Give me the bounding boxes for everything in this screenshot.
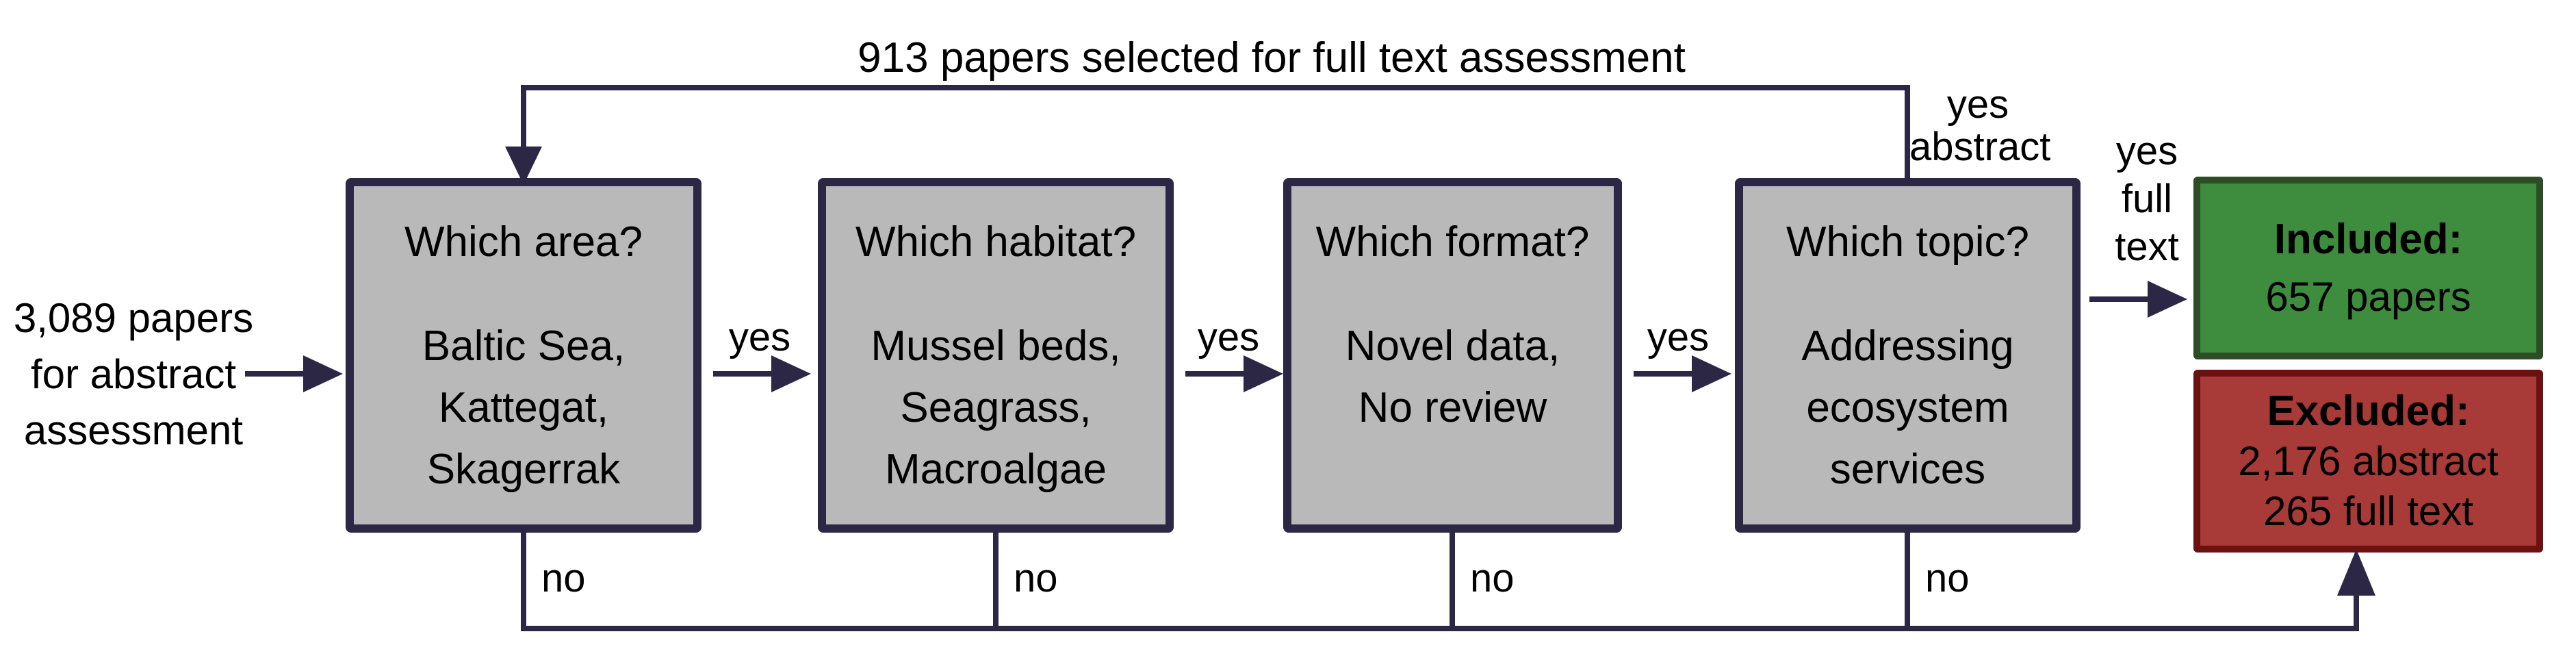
included-box: Included: 657 papers: [2193, 177, 2543, 359]
no-collector-line: [521, 626, 2359, 631]
loop-label: 913 papers selected for full text assess…: [858, 34, 1686, 81]
excluded-abstract-count: 2,176 abstract: [2238, 438, 2499, 484]
decision-box-area-option-2: Kattegat,: [438, 384, 609, 431]
decision-box-topic-question: Which topic?: [1786, 218, 2029, 266]
yes-full-text-label: yes full text: [2092, 127, 2202, 271]
yes-arrow-line-1: [713, 371, 771, 377]
yes-label-3: yes: [1647, 315, 1710, 359]
decision-box-habitat-option-3: Macroalgae: [885, 446, 1107, 493]
yes-arrow-right-icon-2: [1244, 355, 1283, 392]
no-label-1: no: [541, 556, 586, 600]
yes-abstract-line-1: yes: [1946, 82, 2009, 127]
no-line-4: [1905, 533, 1910, 629]
no-line-1: [521, 533, 526, 629]
yes-arrow-line-2: [1185, 371, 1244, 377]
yes-full-text-line-3: text: [2115, 225, 2179, 269]
no-line-2: [993, 533, 999, 629]
decision-box-format: Which format? Novel data, No review: [1283, 178, 1622, 533]
excluded-box: Excluded: 2,176 abstract 265 full text: [2193, 370, 2543, 553]
included-title: Included:: [2274, 215, 2463, 263]
yes-label-1: yes: [728, 315, 791, 359]
excluded-arrow-stem: [2354, 593, 2359, 629]
excluded-arrow-up-icon: [2337, 549, 2375, 596]
yes-arrow-line-3: [1634, 371, 1692, 377]
source-line-3: assessment: [23, 407, 244, 453]
included-arrow-right-icon: [2148, 281, 2187, 318]
decision-box-habitat: Which habitat? Mussel beds, Seagrass, Ma…: [818, 178, 1174, 533]
no-line-3: [1450, 533, 1455, 629]
yes-arrow-right-icon-3: [1692, 355, 1731, 392]
yes-label-2: yes: [1197, 315, 1260, 359]
decision-box-area-question: Which area?: [404, 218, 643, 266]
decision-box-topic-option-2: ecosystem: [1806, 384, 2009, 431]
yes-abstract-line-2: abstract: [1909, 125, 2051, 169]
excluded-title: Excluded:: [2267, 388, 2470, 435]
decision-box-format-option-2: No review: [1358, 384, 1547, 431]
source-line-2: for abstract: [30, 351, 237, 397]
included-count: 657 papers: [2265, 273, 2471, 320]
yes-full-text-line-2: full: [2121, 177, 2173, 221]
decision-box-area: Which area? Baltic Sea, Kattegat, Skager…: [346, 178, 701, 533]
excluded-fulltext-count: 265 full text: [2263, 488, 2473, 534]
decision-box-topic-option-1: Addressing: [1801, 322, 2014, 370]
yes-full-text-line-1: yes: [2115, 129, 2178, 173]
decision-box-habitat-question: Which habitat?: [855, 218, 1137, 266]
decision-box-format-question: Which format?: [1315, 218, 1590, 266]
decision-box-area-option-1: Baltic Sea,: [422, 322, 626, 370]
decision-box-format-option-1: Novel data,: [1345, 322, 1560, 370]
loop-line-left-vertical: [521, 85, 526, 151]
source-line-1: 3,089 papers: [13, 295, 254, 341]
loop-line-horizontal: [521, 85, 1910, 90]
yes-arrow-right-icon-1: [771, 355, 811, 392]
decision-box-habitat-option-2: Seagrass,: [900, 384, 1092, 431]
decision-box-habitat-option-1: Mussel beds,: [871, 322, 1121, 370]
no-label-3: no: [1470, 556, 1515, 600]
loop-line-right-vertical: [1905, 85, 1910, 181]
source-label: 3,089 papers for abstract assessment: [7, 290, 260, 459]
source-arrow-line: [245, 371, 303, 377]
no-label-4: no: [1925, 556, 1970, 600]
decision-box-topic-option-3: services: [1829, 446, 1986, 493]
decision-box-topic: Which topic? Addressing ecosystem servic…: [1735, 178, 2081, 533]
no-label-2: no: [1014, 556, 1058, 600]
decision-box-area-option-3: Skagerrak: [426, 446, 621, 493]
included-arrow-line: [2089, 296, 2148, 302]
source-arrow-right-icon: [303, 355, 343, 392]
yes-abstract-label: yes abstract: [1909, 82, 2051, 169]
